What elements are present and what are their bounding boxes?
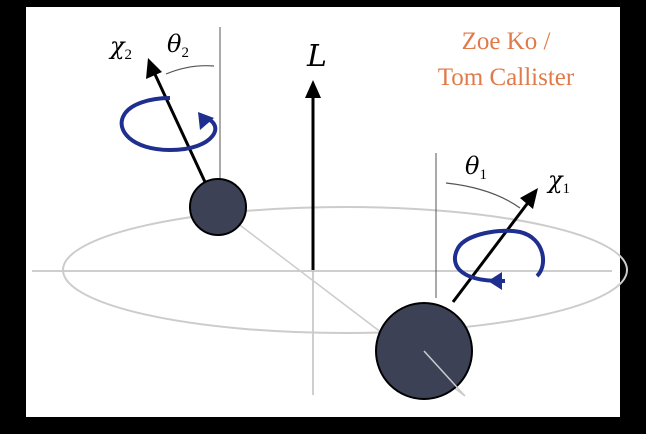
body-1-separation-line xyxy=(423,350,466,397)
spin-vector-2 xyxy=(151,69,207,183)
orbital-plane xyxy=(62,206,628,334)
chi2-label: χ2 xyxy=(108,32,132,63)
L-label: L xyxy=(306,39,327,74)
theta2-label: θ2 xyxy=(167,30,189,61)
spin-rotation-1-arrowhead xyxy=(488,272,502,290)
spin-rotation-2 xyxy=(119,96,218,153)
spin-vector-1 xyxy=(451,199,532,303)
spin-vector-1-arrowhead xyxy=(520,188,538,209)
spin-rotation-1 xyxy=(453,228,546,284)
body-2 xyxy=(189,178,247,236)
theta1-arc xyxy=(445,182,521,209)
spin-vector-2-arrowhead xyxy=(146,58,162,79)
chi1-label: χ1 xyxy=(546,166,570,197)
credit-line-2: Tom Callister xyxy=(438,64,575,91)
angular-momentum-arrowhead xyxy=(305,80,321,98)
spin-rotation-2-arrowhead xyxy=(198,112,214,130)
credit-line-1: Zoe Ko / xyxy=(462,28,551,55)
theta2-arc xyxy=(165,65,215,75)
theta1-label: θ1 xyxy=(465,152,487,183)
